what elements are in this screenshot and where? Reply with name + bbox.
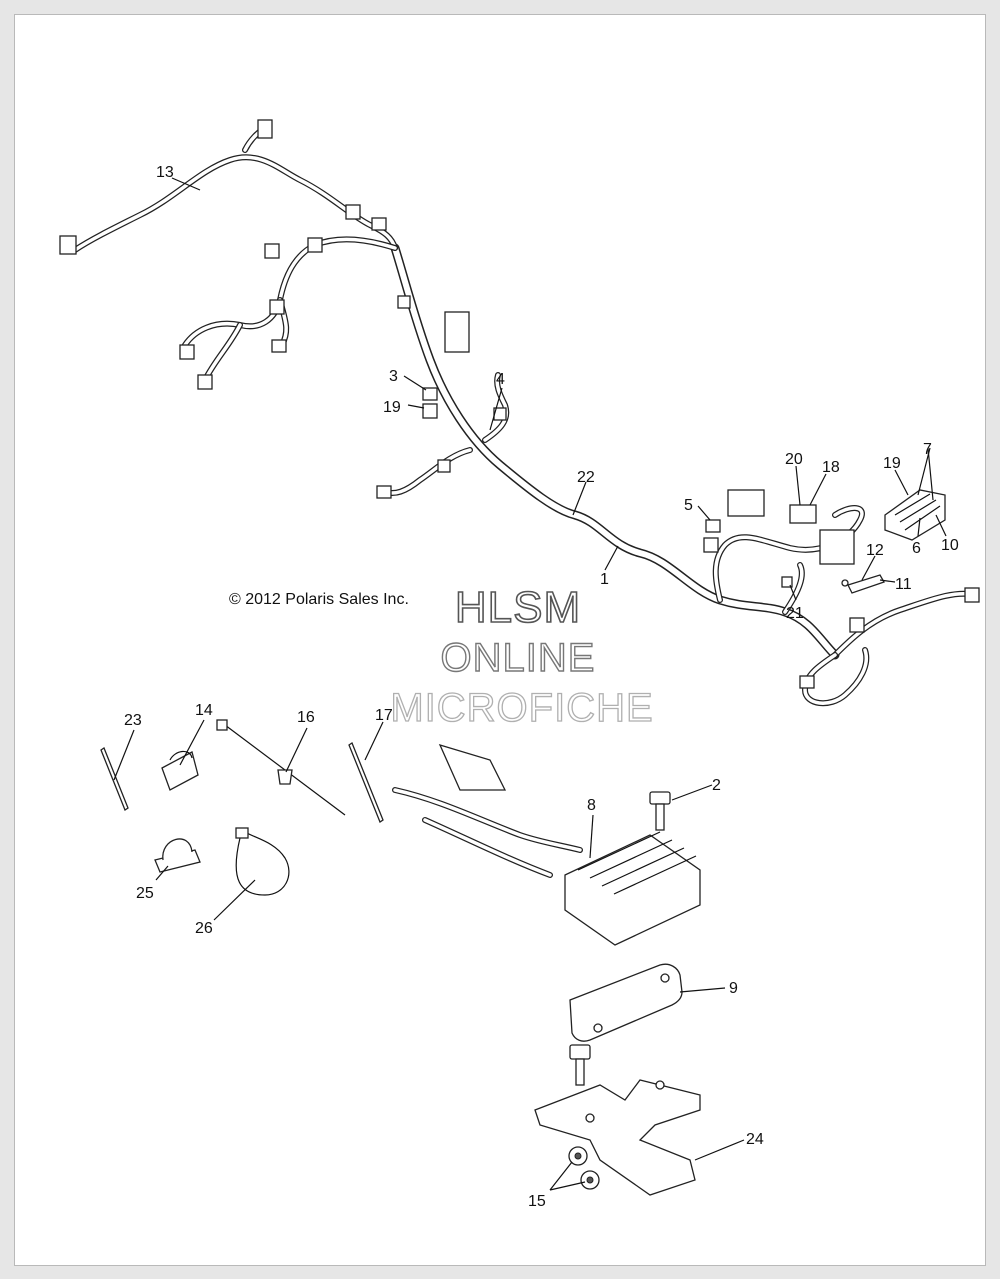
connector-icon bbox=[197, 374, 213, 390]
callout-9: 9 bbox=[729, 980, 738, 997]
connector-icon bbox=[849, 617, 865, 633]
connector-icon bbox=[264, 243, 280, 259]
harness-connectors bbox=[59, 119, 980, 689]
bolt-bracket bbox=[569, 1044, 591, 1086]
watermark: HLSM ONLINE MICROFICHE bbox=[390, 582, 654, 730]
relay-3 bbox=[422, 387, 438, 401]
callout-13: 13 bbox=[156, 164, 174, 181]
callout-10: 10 bbox=[941, 537, 959, 554]
connector-icon bbox=[307, 237, 323, 253]
connector-block-icon bbox=[444, 311, 470, 353]
watermark-line-3: MICROFICHE bbox=[390, 686, 653, 730]
callout-labels: 13 3 19 4 22 1 5 20 18 19 7 6 10 12 11 2… bbox=[124, 164, 959, 1210]
cable-tie-17 bbox=[348, 742, 384, 823]
plate-9 bbox=[569, 963, 683, 1042]
callout-23: 23 bbox=[124, 712, 142, 729]
callout-15: 15 bbox=[528, 1193, 546, 1210]
callout-21: 21 bbox=[786, 605, 804, 622]
callout-4: 4 bbox=[496, 371, 505, 388]
callout-3: 3 bbox=[389, 368, 398, 385]
callout-18: 18 bbox=[822, 459, 840, 476]
bracket-24 bbox=[534, 1079, 701, 1196]
fuse-box-right bbox=[884, 489, 946, 541]
connector-icon bbox=[397, 295, 411, 309]
callout-1: 1 bbox=[600, 571, 609, 588]
fuse-19-left bbox=[422, 403, 438, 419]
leader-lines bbox=[113, 177, 947, 1191]
connector-icon bbox=[371, 217, 387, 231]
push-mount-tie-16 bbox=[216, 719, 346, 816]
callout-19-left: 19 bbox=[383, 399, 401, 416]
callout-7: 7 bbox=[923, 441, 932, 458]
wiring-harness-assembly bbox=[72, 125, 978, 707]
callout-17: 17 bbox=[375, 707, 393, 724]
callout-26: 26 bbox=[195, 920, 213, 937]
clip-25 bbox=[154, 838, 201, 873]
bracket-11 bbox=[841, 574, 885, 594]
connector-icon bbox=[269, 299, 285, 315]
callout-11: 11 bbox=[895, 576, 912, 593]
voltage-regulator-8 bbox=[392, 743, 701, 946]
watermark-line-1: HLSM bbox=[455, 583, 581, 632]
connector-icon bbox=[179, 344, 195, 360]
bolt-2 bbox=[649, 791, 671, 831]
callout-12: 12 bbox=[866, 542, 884, 559]
watermark-line-2: ONLINE bbox=[441, 636, 596, 680]
screw-21 bbox=[781, 576, 793, 588]
connector-icon bbox=[271, 339, 287, 353]
callout-20: 20 bbox=[785, 451, 803, 468]
connector-icon bbox=[799, 675, 815, 689]
callout-6: 6 bbox=[912, 540, 921, 557]
callout-25: 25 bbox=[136, 885, 154, 902]
callout-22: 22 bbox=[577, 469, 595, 486]
callout-8: 8 bbox=[587, 797, 596, 814]
strap-26 bbox=[235, 827, 290, 896]
callout-2: 2 bbox=[712, 777, 721, 794]
relay-18 bbox=[789, 504, 817, 524]
copyright-text: © 2012 Polaris Sales Inc. bbox=[229, 591, 409, 608]
connector-block-icon bbox=[727, 489, 765, 517]
callout-19-right: 19 bbox=[883, 455, 901, 472]
connector-icon bbox=[964, 587, 980, 603]
nuts-15 bbox=[568, 1146, 600, 1190]
callout-14: 14 bbox=[195, 702, 213, 719]
callout-24: 24 bbox=[746, 1131, 764, 1148]
connector-icon bbox=[257, 119, 273, 139]
connector-block-icon bbox=[819, 529, 855, 565]
callout-5: 5 bbox=[684, 497, 693, 514]
connector-icon bbox=[376, 485, 392, 499]
connector-icon bbox=[345, 204, 361, 220]
callout-16: 16 bbox=[297, 709, 315, 726]
clip-14 bbox=[161, 750, 199, 791]
connector-icon bbox=[437, 459, 451, 473]
connector-5 bbox=[703, 519, 721, 553]
connector-icon bbox=[59, 235, 77, 255]
